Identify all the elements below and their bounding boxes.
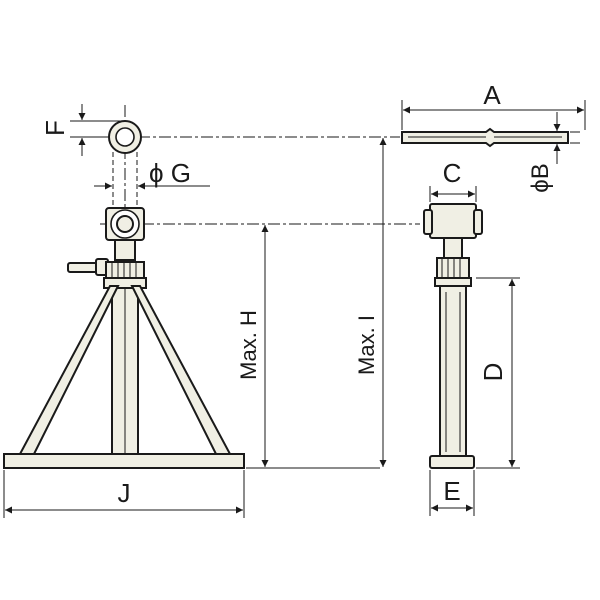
side-top-plate: [434, 277, 472, 287]
label-H: Max. H: [236, 310, 261, 380]
side-base-foot: [429, 455, 475, 469]
label-F: F: [40, 120, 70, 136]
right-leg: [130, 285, 232, 455]
roller-cap-left: [423, 209, 433, 235]
head-ring-inner: [116, 215, 134, 233]
roller-cap-right: [473, 209, 483, 235]
base-plate: [3, 453, 245, 469]
label-C: C: [443, 158, 462, 188]
label-I: Max. I: [354, 315, 379, 375]
label-J: J: [118, 478, 131, 508]
side-neck: [443, 237, 463, 259]
left-leg: [18, 285, 120, 455]
stand-side-view: [401, 127, 569, 469]
neck: [114, 239, 136, 261]
roller-body: [429, 203, 477, 239]
dimension-lines: [3, 100, 586, 518]
label-A: A: [483, 80, 501, 110]
label-G: ϕ G: [149, 158, 191, 188]
dimension-labels: A ϕB C D E F ϕ G Max. H Max. I J: [40, 80, 554, 508]
label-B: ϕB: [527, 163, 554, 192]
top-eye-hole: [115, 127, 135, 147]
label-D: D: [478, 363, 508, 382]
side-column: [439, 285, 467, 457]
stand-front-view: [3, 120, 245, 469]
label-E: E: [443, 476, 460, 506]
